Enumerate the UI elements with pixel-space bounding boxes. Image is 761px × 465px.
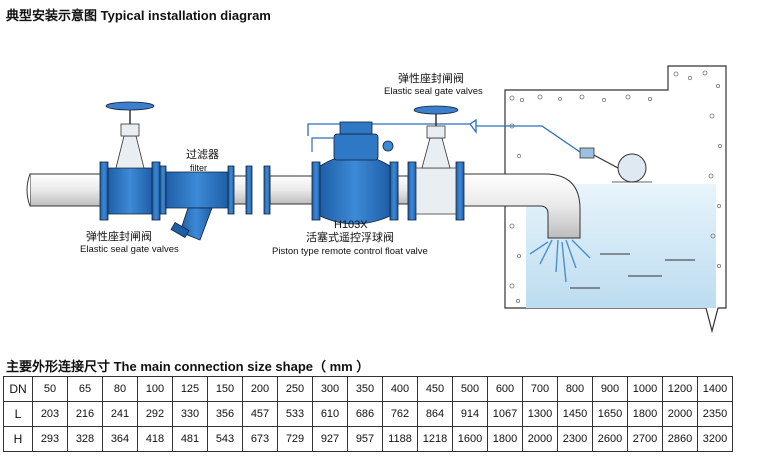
table-cell: 150 — [207, 376, 243, 402]
right-gate-valve — [407, 105, 465, 221]
table-cell: 1300 — [522, 401, 558, 427]
table-cell: 1000 — [627, 376, 663, 402]
table-cell: 1600 — [452, 426, 488, 452]
left-gate-valve — [99, 101, 161, 221]
table-cell: 957 — [347, 426, 383, 452]
table-cell: 1800 — [487, 426, 523, 452]
table-cell: 800 — [557, 376, 593, 402]
filter — [159, 165, 235, 241]
control-line — [307, 118, 581, 153]
table-cell: 1188 — [382, 426, 418, 452]
table-cell: 1400 — [697, 376, 733, 402]
row-label: H — [3, 426, 33, 452]
table-cell: 914 — [452, 401, 488, 427]
table-cell: 900 — [592, 376, 628, 402]
table-cell: 673 — [242, 426, 278, 452]
right-valve-label-en: Elastic seal gate valves — [384, 86, 483, 97]
table-cell: 686 — [347, 401, 383, 427]
table-cell: 2000 — [522, 426, 558, 452]
table-cell: 200 — [242, 376, 278, 402]
main-valve-label-en: Piston type remote control float valve — [272, 246, 428, 257]
table-cell: 330 — [172, 401, 208, 427]
table-cell: 418 — [137, 426, 173, 452]
table-cell: 216 — [67, 401, 103, 427]
table-cell: 1218 — [417, 426, 453, 452]
table-cell: 364 — [102, 426, 138, 452]
table-cell: 600 — [487, 376, 523, 402]
table-cell: 328 — [67, 426, 103, 452]
filter-label-cn: 过滤器 — [186, 148, 219, 161]
table-cell: 543 — [207, 426, 243, 452]
filter-label-en: filter — [190, 163, 207, 173]
table-cell: 400 — [382, 376, 418, 402]
table-cell: 927 — [312, 426, 348, 452]
main-float-valve — [311, 121, 399, 225]
flange-pair — [245, 165, 271, 215]
table-cell: 1067 — [487, 401, 523, 427]
table-cell: 203 — [32, 401, 68, 427]
table-cell: 1800 — [627, 401, 663, 427]
table-cell: 250 — [277, 376, 313, 402]
table-cell: 350 — [347, 376, 383, 402]
left-valve-label-en: Elastic seal gate valves — [80, 244, 179, 255]
table-cell: 762 — [382, 401, 418, 427]
table-cell: 700 — [522, 376, 558, 402]
table-cell: 80 — [102, 376, 138, 402]
row-label: DN — [3, 376, 33, 402]
table-cell: 450 — [417, 376, 453, 402]
table-cell: 2300 — [557, 426, 593, 452]
table-cell: 300 — [312, 376, 348, 402]
page-title: 典型安装示意图 Typical installation diagram — [6, 8, 271, 23]
table-cell: 481 — [172, 426, 208, 452]
table-cell: 864 — [417, 401, 453, 427]
main-valve-label-cn: 活塞式遥控浮球阀 — [306, 230, 394, 244]
table-cell: 1650 — [592, 401, 628, 427]
table-cell: 65 — [67, 376, 103, 402]
table-cell: 293 — [32, 426, 68, 452]
table-cell: 356 — [207, 401, 243, 427]
main-valve-model: H103X — [334, 219, 368, 231]
installation-diagram: 过滤器 filter 弹性座封闸阀 Elastic seal gate valv… — [26, 65, 727, 334]
table-cell: 1450 — [557, 401, 593, 427]
left-valve-label-cn: 弹性座封闸阀 — [86, 229, 152, 243]
table-cell: 2350 — [697, 401, 733, 427]
table-cell: 50 — [32, 376, 68, 402]
table-cell: 2700 — [627, 426, 663, 452]
table-cell: 500 — [452, 376, 488, 402]
table-cell: 2860 — [662, 426, 698, 452]
table-cell: 125 — [172, 376, 208, 402]
table-cell: 610 — [312, 401, 348, 427]
table-cell: 533 — [277, 401, 313, 427]
right-valve-label-cn: 弹性座封闸阀 — [398, 71, 464, 85]
table-cell: 457 — [242, 401, 278, 427]
table-cell: 2600 — [592, 426, 628, 452]
table-cell: 241 — [102, 401, 138, 427]
table-title: 主要外形连接尺寸 The main connection size shape（… — [6, 359, 370, 374]
table-cell: 2000 — [662, 401, 698, 427]
table-cell: 3200 — [697, 426, 733, 452]
table-cell: 1200 — [662, 376, 698, 402]
outlet-pipe — [461, 173, 591, 283]
table-cell: 100 — [137, 376, 173, 402]
row-label: L — [3, 401, 33, 427]
table-cell: 292 — [137, 401, 173, 427]
table-cell: 729 — [277, 426, 313, 452]
